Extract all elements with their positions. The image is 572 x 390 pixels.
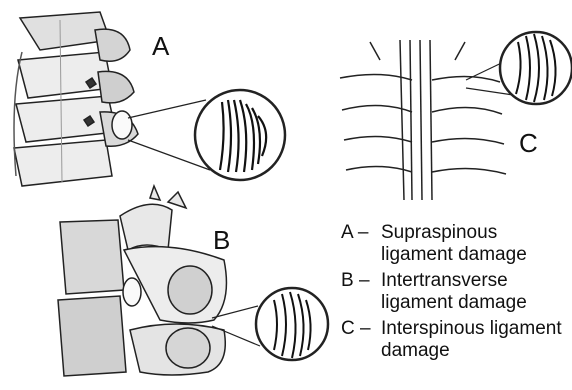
legend-key-c: C – — [341, 318, 381, 362]
illustration-c-spine-posterior — [340, 40, 506, 200]
zoom-circle-b — [256, 288, 328, 360]
legend-text-b: Intertransverse ligament damage — [381, 270, 566, 314]
legend-text-c: Interspinous ligament damage — [381, 318, 566, 362]
illustration-a-spine-lateral — [14, 12, 138, 186]
legend-item-b: B – Intertransverse ligament damage — [341, 270, 566, 314]
legend: A – Supraspinous ligament damage B – Int… — [341, 222, 566, 366]
legend-text-a: Supraspinous ligament damage — [381, 222, 566, 266]
panel-label-b: B — [213, 227, 230, 253]
legend-item-c: C – Interspinous ligament damage — [341, 318, 566, 362]
panel-label-c: C — [519, 130, 538, 156]
zoom-circle-c — [500, 32, 572, 104]
legend-key-a: A – — [341, 222, 381, 266]
panel-label-a: A — [152, 33, 169, 59]
zoom-circle-a — [195, 90, 285, 180]
illustration-b-vertebrae — [58, 186, 226, 376]
legend-key-b: B – — [341, 270, 381, 314]
legend-item-a: A – Supraspinous ligament damage — [341, 222, 566, 266]
